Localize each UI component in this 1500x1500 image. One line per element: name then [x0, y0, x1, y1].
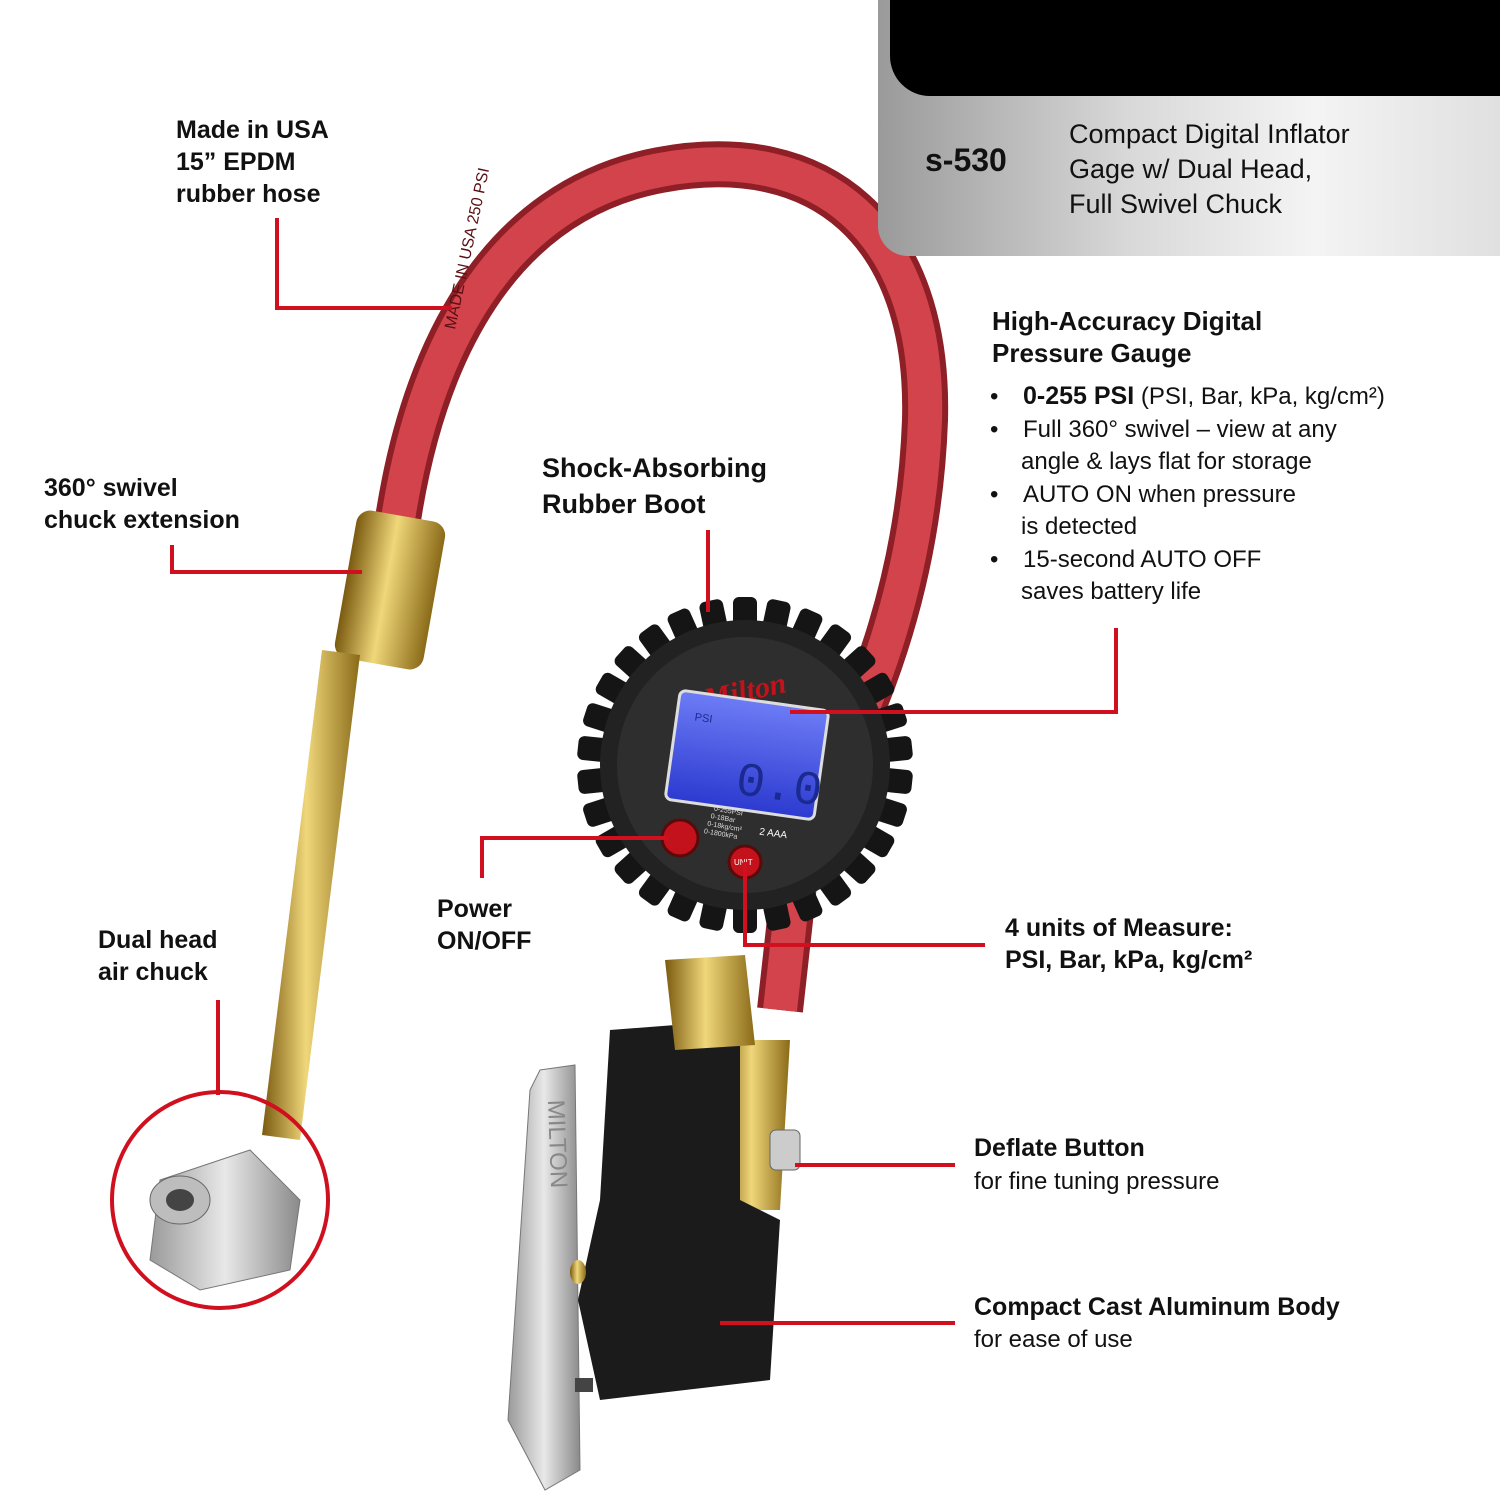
callout-text: Rubber Boot — [542, 489, 706, 519]
callout-hose: Made in USA 15” EPDM rubber hose — [176, 114, 329, 210]
range-bar: 0-18Bar — [710, 813, 736, 824]
feature-item: •AUTO ON when pressure — [990, 480, 1296, 508]
feature-item: •0-255 PSI (PSI, Bar, kPa, kg/cm²) — [990, 382, 1385, 410]
brass-extension-tube — [262, 650, 360, 1140]
callout-line-units — [743, 862, 985, 947]
callout-text: Dual head — [98, 926, 218, 954]
swivel-fitting — [334, 510, 446, 670]
callout-text: Power — [437, 895, 513, 923]
product-title: Compact Digital Inflator Gage w/ Dual He… — [1069, 117, 1350, 222]
callout-swivel: 360° swivel chuck extension — [44, 472, 240, 536]
feature-text: 15-second AUTO OFF — [1023, 545, 1262, 573]
callout-text: PSI, Bar, kPa, kg/cm² — [1005, 946, 1253, 974]
callout-body-sub: for ease of use — [974, 1326, 1133, 1353]
gauge-feature-list: •0-255 PSI (PSI, Bar, kPa, kg/cm²) •Full… — [990, 380, 1385, 609]
lcd-reading: 0.0 — [732, 755, 825, 821]
range-psi: 0-255PSI — [713, 806, 743, 818]
callout-power: Power ON/OFF — [437, 893, 531, 957]
callout-text: 360° swivel — [44, 474, 178, 502]
model-number: s-530 — [925, 142, 1007, 178]
header-black-tab — [890, 0, 1500, 96]
feature-text: AUTO ON when pressure — [1023, 480, 1296, 508]
callout-text: High-Accuracy Digital — [992, 306, 1263, 336]
callout-text: air chuck — [98, 958, 208, 986]
callout-text: rubber hose — [176, 180, 321, 208]
feature-text: is detected — [1021, 513, 1138, 540]
feature-text: saves battery life — [1021, 578, 1202, 605]
feature-text: angle & lays flat for storage — [1021, 448, 1312, 475]
callout-deflate-sub: for fine tuning pressure — [974, 1168, 1220, 1195]
aluminum-body — [578, 1020, 780, 1400]
feature-item: •Full 360° swivel – view at any — [990, 415, 1337, 443]
callout-deflate-title: Deflate Button — [974, 1134, 1145, 1162]
callout-text: 15” EPDM — [176, 148, 296, 176]
callout-text: chuck extension — [44, 506, 240, 534]
callout-text: 4 units of Measure: — [1005, 914, 1233, 942]
feature-text: Full 360° swivel – view at any — [1023, 415, 1337, 443]
callout-text: Pressure Gauge — [992, 338, 1192, 368]
feature-item: •15-second AUTO OFF — [990, 545, 1262, 573]
title-line: Gage w/ Dual Head, — [1069, 154, 1313, 184]
title-line: Full Swivel Chuck — [1069, 189, 1283, 219]
lcd-display — [664, 689, 830, 821]
callout-line-gauge — [790, 628, 1118, 714]
aluminum-lever — [507, 1064, 581, 1491]
callout-gauge-title: High-Accuracy Digital Pressure Gauge — [992, 305, 1262, 369]
chuck-highlight-circle — [110, 1090, 330, 1310]
brass-nut — [665, 955, 755, 1050]
callout-line-swivel — [170, 545, 362, 574]
callout-chuck: Dual head air chuck — [98, 924, 217, 988]
callout-text: Shock-Absorbing — [542, 453, 768, 483]
callout-units: 4 units of Measure: PSI, Bar, kPa, kg/cm… — [1005, 912, 1252, 976]
feature-bold: 0-255 PSI — [1023, 382, 1135, 410]
callout-text: ON/OFF — [437, 927, 532, 955]
lcd-unit: PSI — [694, 711, 713, 725]
lever-print: MILTON — [542, 1099, 572, 1188]
battery-label: 2 AAA — [759, 827, 788, 842]
callout-boot: Shock-Absorbing Rubber Boot — [542, 450, 767, 522]
callout-line-hose — [275, 218, 452, 310]
title-line: Compact Digital Inflator — [1069, 119, 1350, 149]
callout-lines — [110, 218, 1118, 1325]
feature-text: (PSI, Bar, kPa, kg/cm²) — [1134, 383, 1385, 410]
callout-body-title: Compact Cast Aluminum Body — [974, 1293, 1340, 1321]
callout-line-power — [480, 836, 668, 878]
callout-text: Made in USA — [176, 116, 329, 144]
